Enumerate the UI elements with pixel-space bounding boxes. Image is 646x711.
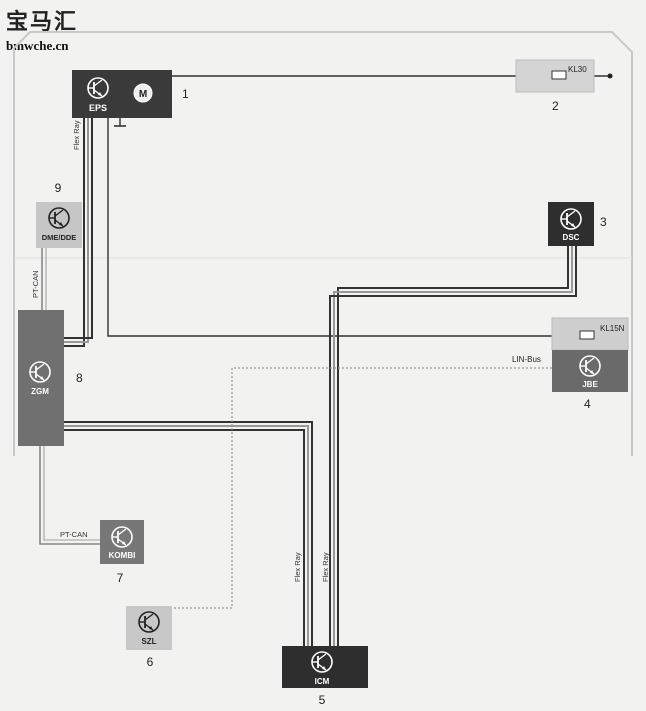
dme-label: DME/DDE bbox=[42, 233, 77, 242]
icm-module[interactable]: ICM bbox=[282, 646, 368, 688]
motor-label: M bbox=[139, 89, 147, 100]
eps-number: 1 bbox=[182, 87, 189, 101]
icm-label: ICM bbox=[315, 677, 330, 686]
zgm-module[interactable]: ZGM bbox=[18, 310, 64, 446]
zgm-label: ZGM bbox=[31, 387, 49, 396]
icm-number: 5 bbox=[319, 693, 326, 707]
lin-bus-label: LIN-Bus bbox=[512, 355, 541, 364]
dsc-module[interactable]: DSC bbox=[548, 202, 594, 246]
dsc-label: DSC bbox=[563, 233, 580, 242]
dme-number: 9 bbox=[55, 181, 62, 195]
eps-module[interactable]: EPS M bbox=[72, 70, 172, 127]
flexray-zgm-icm bbox=[64, 421, 313, 646]
flexray-dsc-icm bbox=[329, 246, 577, 646]
kombi-module[interactable]: KOMBI bbox=[100, 520, 144, 564]
motor-icon bbox=[133, 83, 153, 103]
kl30-label: KL30 bbox=[568, 65, 587, 74]
fuse-icon bbox=[551, 70, 567, 80]
kombi-label: KOMBI bbox=[109, 551, 136, 560]
page-outline bbox=[13, 31, 633, 456]
ptcan-dme-zgm bbox=[41, 248, 47, 310]
ptcan-dme-label: PT-CAN bbox=[31, 270, 40, 298]
lin-bus-line bbox=[172, 367, 552, 609]
eps-label: EPS bbox=[89, 103, 107, 113]
kombi-number: 7 bbox=[117, 571, 124, 585]
kl15n-line bbox=[107, 118, 598, 337]
ptcan-zgm-kombi bbox=[39, 446, 100, 545]
flexray-icm-label-2: Flex Ray bbox=[321, 552, 330, 582]
szl-module[interactable]: SZL bbox=[126, 606, 172, 650]
watermark: 宝马汇 bmwche.cn bbox=[6, 4, 78, 54]
kl30-fuse-box[interactable]: KL30 bbox=[515, 59, 595, 93]
szl-number: 6 bbox=[147, 655, 154, 669]
ptcan-kombi-label: PT-CAN bbox=[60, 530, 88, 539]
jbe-number: 4 bbox=[584, 397, 591, 411]
zgm-number: 8 bbox=[76, 371, 83, 385]
flexray-icm-label-1: Flex Ray bbox=[293, 552, 302, 582]
kl15n-label: KL15N bbox=[600, 324, 625, 333]
kl30-terminal-dot bbox=[607, 73, 613, 79]
szl-label: SZL bbox=[141, 637, 156, 646]
jbe-module[interactable]: KL15N JBE bbox=[551, 317, 629, 392]
flexray-eps-zgm bbox=[64, 118, 93, 347]
watermark-logo: 宝马汇 bbox=[6, 10, 79, 35]
jbe-label: JBE bbox=[582, 380, 598, 389]
kl15n-fuse-icon bbox=[579, 330, 595, 340]
dme-module[interactable]: DME/DDE bbox=[36, 202, 82, 248]
dsc-number: 3 bbox=[600, 215, 607, 229]
fuse-kl30-number: 2 bbox=[552, 99, 559, 113]
flexray-eps-label: Flex Ray bbox=[72, 120, 81, 150]
